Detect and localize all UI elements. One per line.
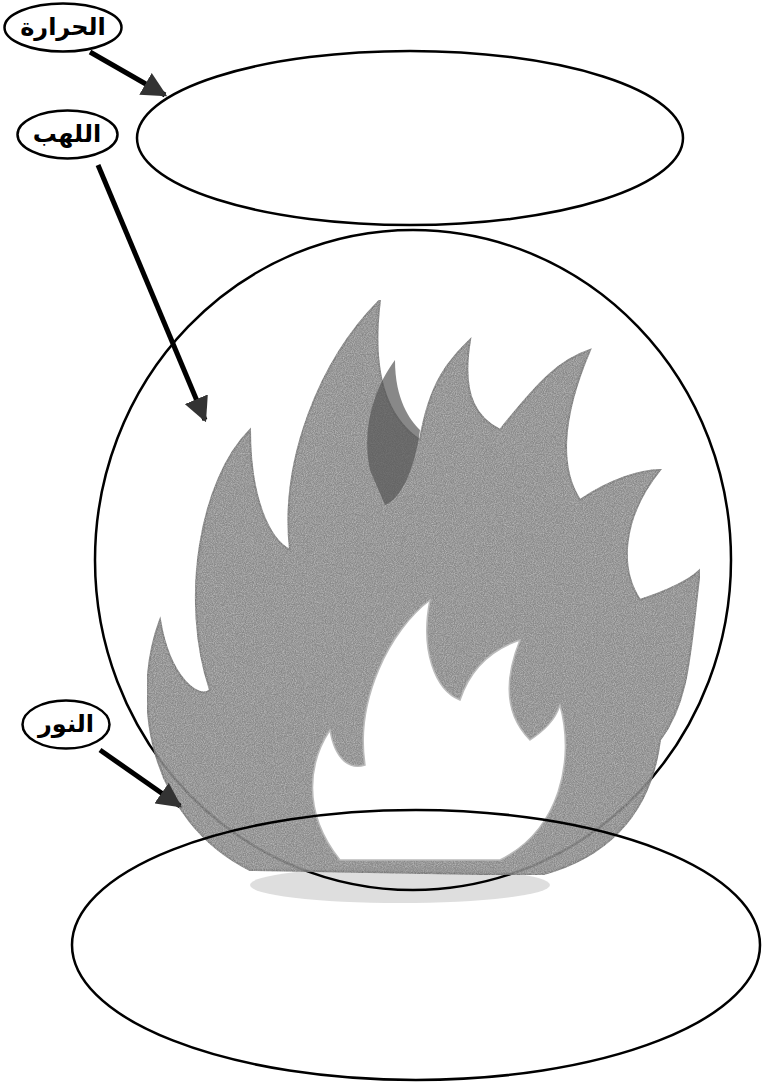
oval-shape bbox=[23, 700, 110, 748]
label-text: النور bbox=[38, 710, 94, 739]
flame-circle bbox=[95, 230, 731, 890]
heat-ellipse bbox=[137, 51, 683, 225]
oval-shape bbox=[17, 110, 117, 158]
leader-arrow bbox=[100, 750, 180, 806]
leader-arrow bbox=[98, 165, 205, 420]
label-text: الحرارة bbox=[20, 13, 106, 42]
flame-shade bbox=[367, 360, 420, 505]
label-oval: النور bbox=[21, 699, 111, 750]
leader-arrow bbox=[90, 52, 165, 95]
flame-shape bbox=[147, 300, 700, 875]
label-oval: اللهب bbox=[16, 109, 119, 160]
label-text: اللهب bbox=[33, 120, 101, 149]
flame-core bbox=[313, 600, 566, 860]
oval-shape bbox=[5, 4, 122, 52]
label-oval: الحرارة bbox=[3, 2, 123, 53]
light-ellipse bbox=[72, 810, 760, 1080]
